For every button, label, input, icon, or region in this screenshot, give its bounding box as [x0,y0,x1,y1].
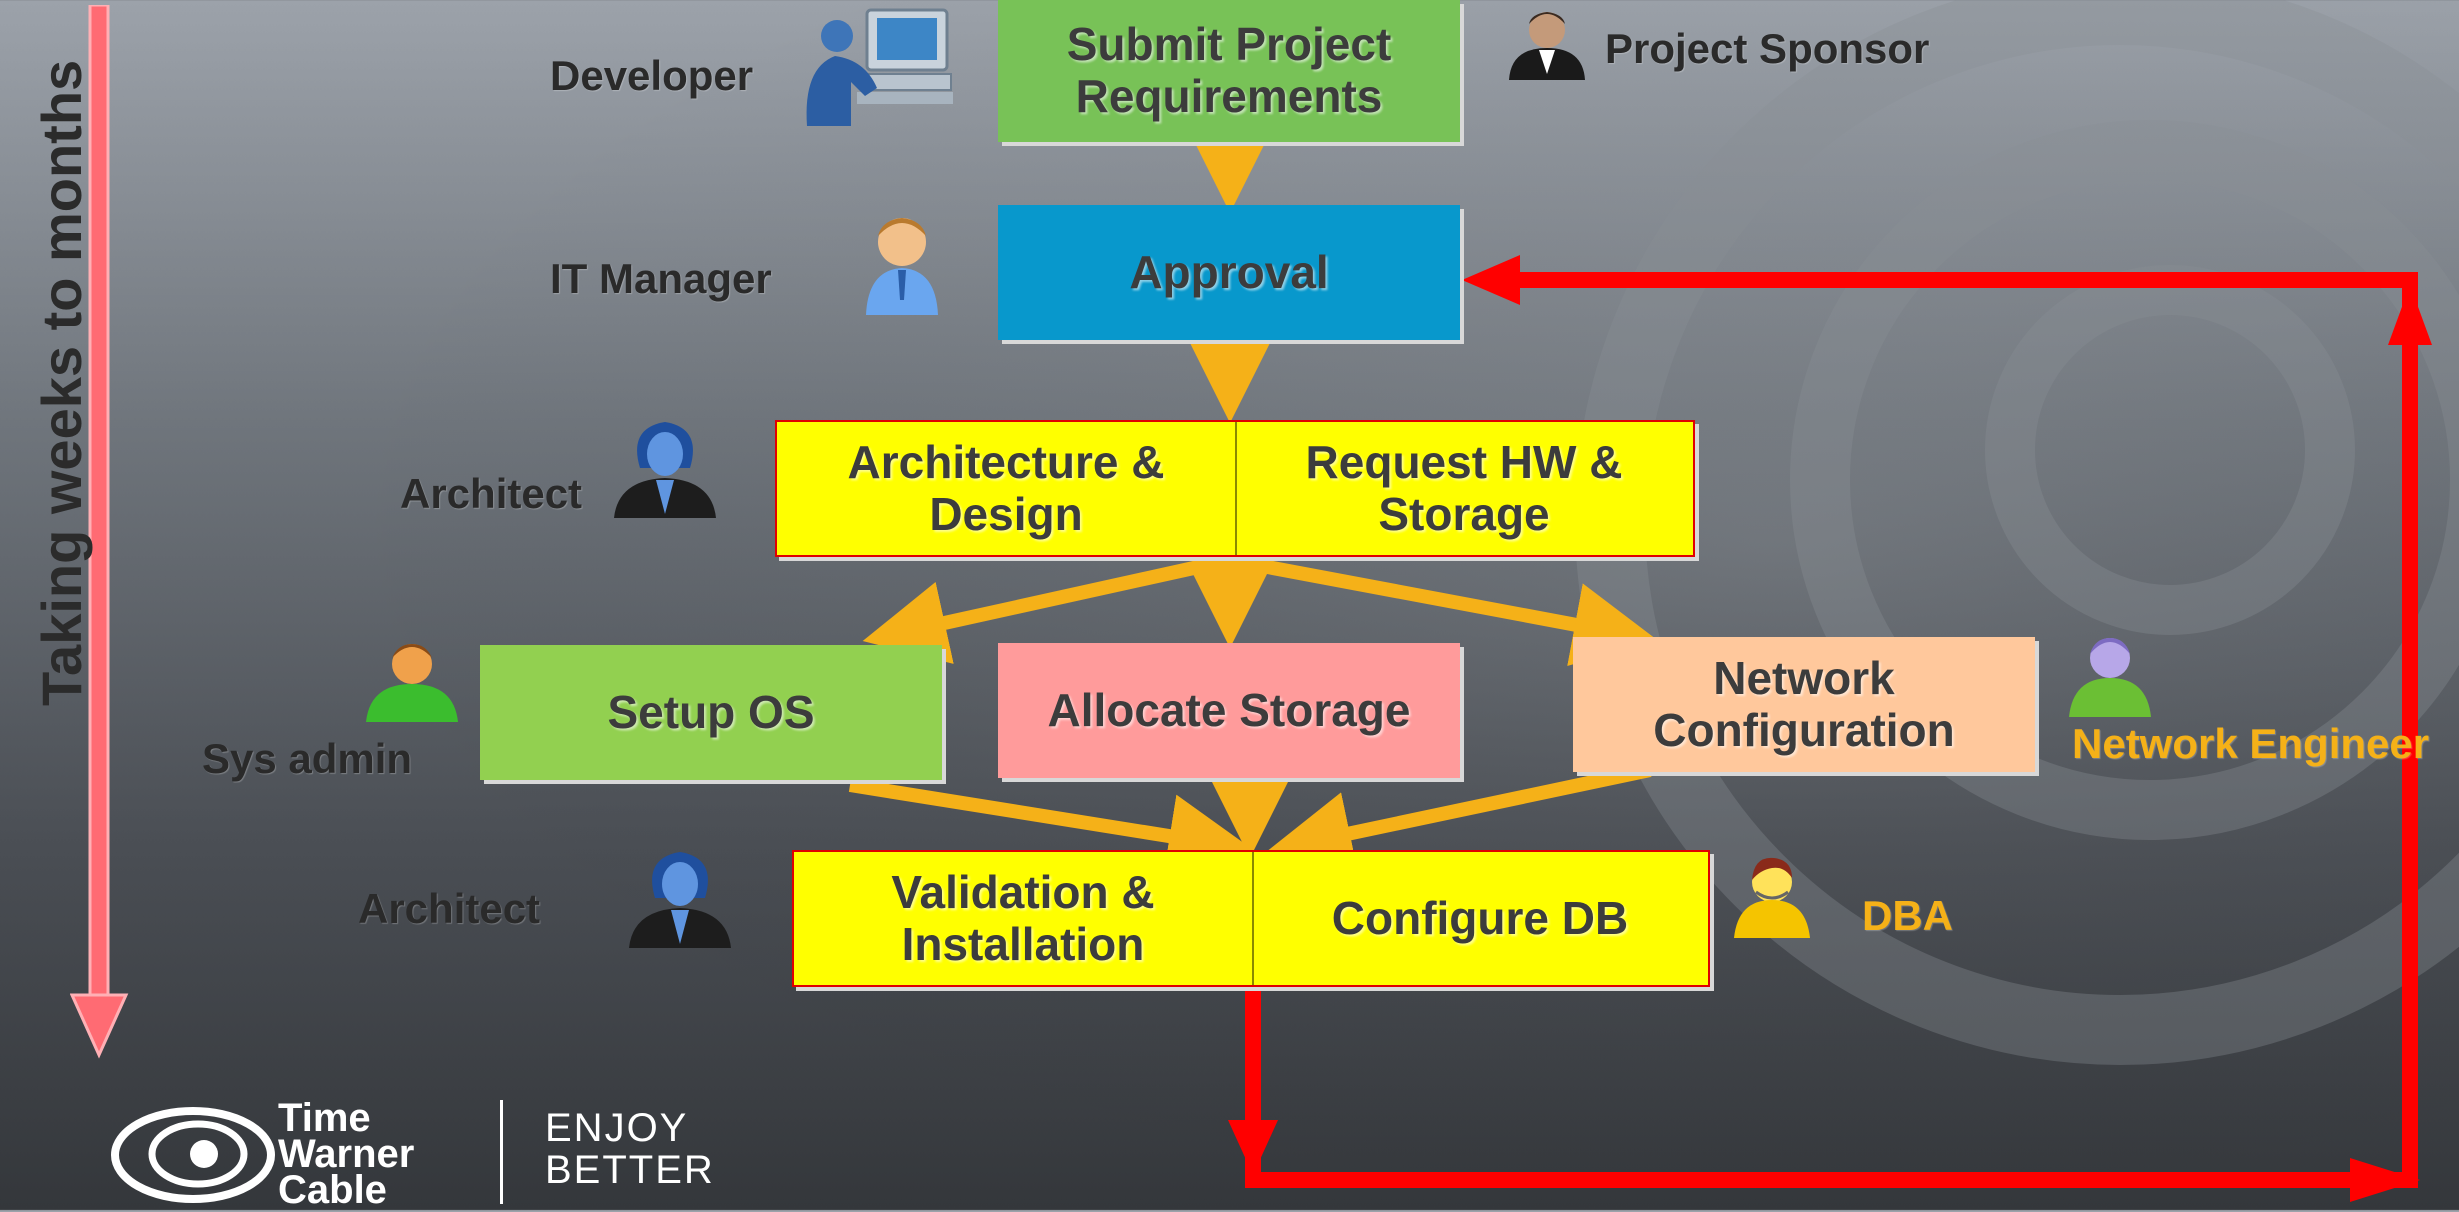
logo-line2: Warner [278,1132,415,1176]
role-network-engineer: Network Engineer [2072,720,2430,767]
tagline-line1: ENJOY [545,1106,689,1150]
architect-top-icon [614,422,716,518]
role-sys-admin: Sys admin [202,735,413,782]
submit-line2: Requirements [1075,70,1383,122]
arch-line2: Design [929,487,1083,540]
red-loop-arrow [1228,255,2432,1202]
request-line2: Storage [1378,487,1550,540]
twc-logo-text: Time Warner Cable [278,1096,415,1212]
validation-line1: Validation & [891,865,1155,918]
orange-flow-arrows [848,129,1658,878]
logo-tagline: ENJOY BETTER [545,1107,715,1191]
network-engineer-icon [2069,638,2151,717]
project-sponsor-icon [1509,12,1585,80]
arch-line1: Architecture & [847,435,1165,488]
developer-computer-icon [806,8,953,126]
role-it-manager: IT Manager [550,255,772,302]
sys-admin-icon [366,644,458,722]
timeline-arrow [70,5,129,1059]
network-line1: Network [1713,651,1895,704]
tagline-line2: BETTER [545,1148,715,1192]
approval-label: Approval [1129,245,1329,298]
dba-icon [1734,857,1810,938]
it-manager-icon [866,218,938,315]
logo-divider [500,1100,503,1204]
validation-configure-box: Validation &Installation Configure DB [792,850,1710,987]
role-project-sponsor: Project Sponsor [1605,25,1930,72]
architecture-design-cell: Architecture &Design [777,422,1237,555]
request-line1: Request HW & [1305,435,1623,488]
setup-os-box: Setup OS [480,645,942,780]
request-hw-storage-cell: Request HW &Storage [1235,422,1693,555]
role-dba: DBA [1862,892,1953,939]
role-developer: Developer [550,52,754,99]
architecture-request-box: Architecture &Design Request HW &Storage [775,420,1695,557]
configure-db-cell: Configure DB [1252,852,1708,985]
role-architect-bottom: Architect [358,885,541,932]
logo-line3: Cable [278,1168,387,1212]
configure-db-label: Configure DB [1331,891,1629,944]
network-line2: Configuration [1653,703,1955,756]
validation-installation-cell: Validation &Installation [794,852,1254,985]
twc-eye-logo-icon [111,1107,275,1203]
allocate-storage-label: Allocate Storage [1047,683,1411,736]
allocate-storage-box: Allocate Storage [998,643,1460,778]
validation-line2: Installation [901,917,1145,970]
approval-box: Approval [998,205,1460,340]
submit-line1: Submit Project [1066,18,1392,71]
architect-bottom-icon [629,852,731,948]
logo-line1: Time [278,1096,371,1140]
role-architect-top: Architect [400,470,583,517]
setup-os-label: Setup OS [607,685,815,738]
